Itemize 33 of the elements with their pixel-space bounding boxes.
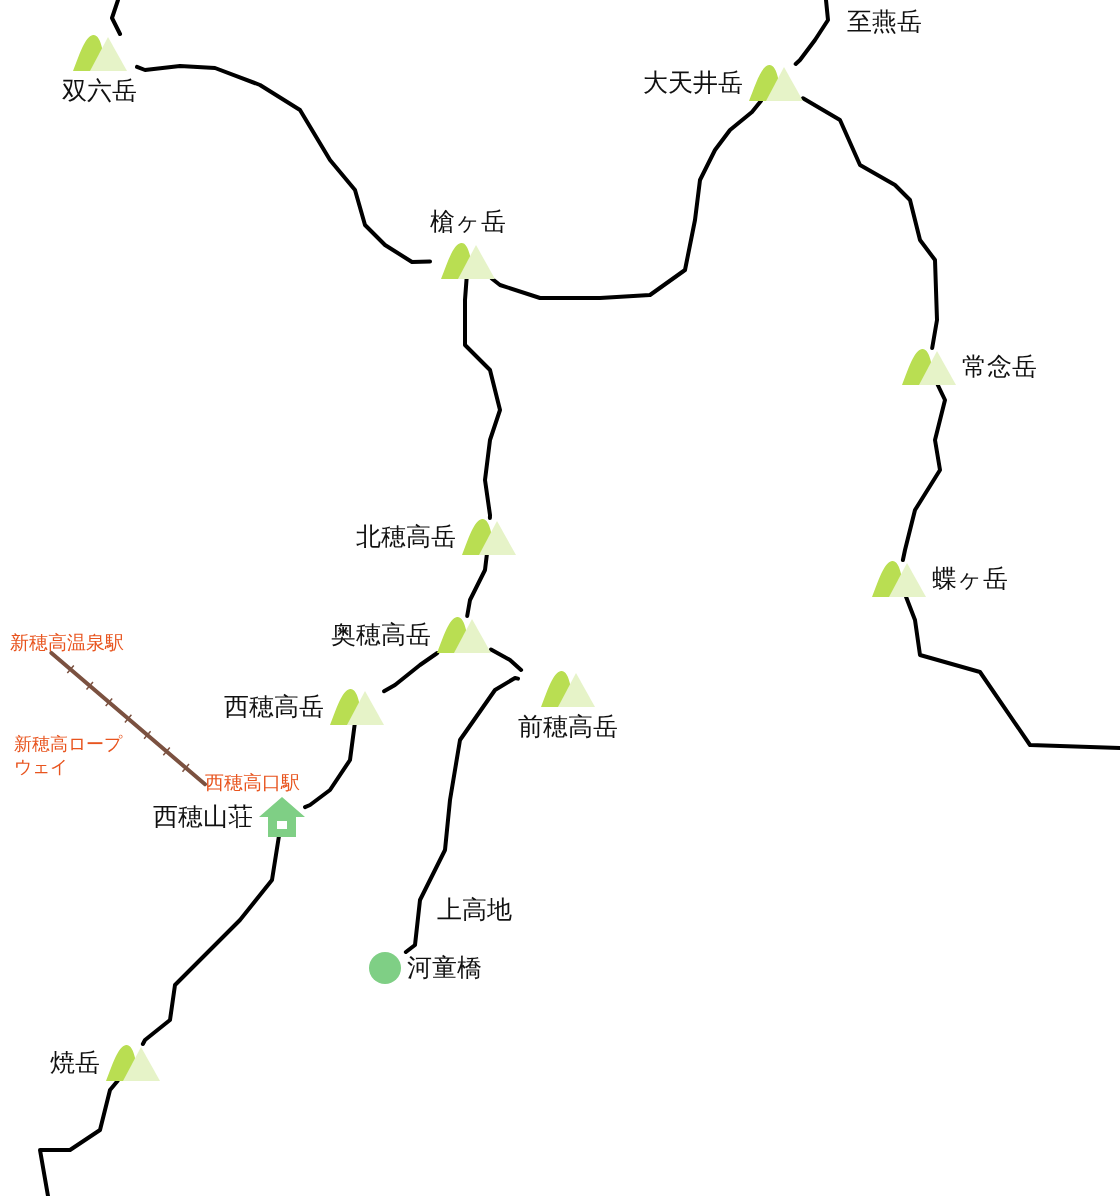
peak-name: 双六岳 (62, 77, 137, 105)
trail-line (801, 96, 939, 350)
place-name: 河童橋 (407, 954, 482, 982)
trail-line (465, 553, 489, 618)
peak-name: 焼岳 (50, 1048, 100, 1077)
trail-line (382, 651, 440, 694)
trail-line (489, 647, 524, 672)
peak-name: 西穂高岳 (224, 692, 324, 721)
trail-line (793, 0, 830, 66)
trail-line (489, 99, 763, 300)
trail-line (135, 64, 432, 264)
station-name: 新穂高温泉駅 (10, 632, 124, 653)
peak-name: 前穂高岳 (518, 713, 618, 741)
peak-name: 蝶ヶ岳 (932, 564, 1008, 593)
peak-name: 大天井岳 (643, 68, 743, 97)
trail-line (904, 595, 1120, 750)
ropeway-line (49, 650, 207, 787)
trail-line (38, 1079, 120, 1196)
station-name: 西穂高口駅 (205, 772, 300, 793)
peak-name: 槍ヶ岳 (430, 208, 506, 236)
route-label: 新穂高ロープウェイ (14, 732, 126, 779)
place-name: 西穂山荘 (153, 803, 253, 831)
trail-line (110, 0, 122, 36)
trail-line (303, 723, 357, 810)
peak-name: 奥穂高岳 (331, 620, 431, 649)
place-name: 上高地 (437, 896, 512, 924)
trail-line (140, 835, 281, 1046)
peak-name: 常念岳 (962, 352, 1037, 381)
place-name: 至燕岳 (847, 8, 922, 36)
trail-line (403, 676, 520, 954)
trail-line (900, 383, 947, 562)
peak-name: 北穂高岳 (356, 522, 456, 551)
trail-line (463, 276, 502, 520)
